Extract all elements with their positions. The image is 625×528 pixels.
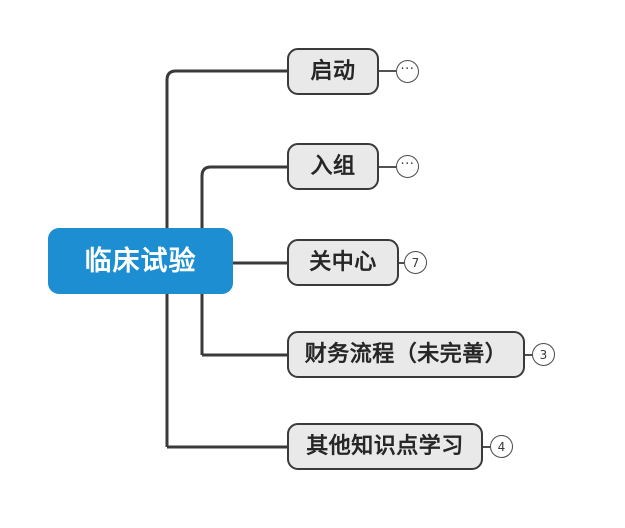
node-qidong[interactable]: 启动 [287,48,379,95]
badge-caiwuliucheng-text: 3 [539,347,548,362]
root-node-label: 临床试验 [84,245,197,277]
node-qitazhishidian-label: 其他知识点学习 [306,433,464,459]
badge-ruzu-collapsed[interactable]: ··· [396,155,419,178]
node-caiwuliucheng[interactable]: 财务流程（未完善） [287,331,525,378]
node-guanzhongxin-label: 关中心 [309,249,377,275]
edge-to-qidong [165,69,287,81]
node-guanzhongxin[interactable]: 关中心 [287,239,399,286]
node-ruzu-label: 入组 [310,153,356,179]
badge-guanzhongxin-count[interactable]: 7 [404,251,427,274]
node-qitazhishidian[interactable]: 其他知识点学习 [287,423,483,470]
badge-qidong-collapsed[interactable]: ··· [396,60,419,83]
badge-qitazhishidian-text: 4 [497,439,506,454]
edge-to-ruzu [200,165,287,177]
badge-caiwuliucheng-count[interactable]: 3 [532,343,555,366]
badge-ruzu-text: ··· [400,156,415,172]
node-ruzu[interactable]: 入组 [287,143,379,190]
node-qidong-label: 启动 [310,58,356,84]
badge-qitazhishidian-count[interactable]: 4 [490,435,513,458]
node-caiwuliucheng-label: 财务流程（未完善） [304,341,508,367]
badge-qidong-text: ··· [400,61,415,77]
root-node-clinical-trial[interactable]: 临床试验 [48,228,233,294]
badge-guanzhongxin-text: 7 [411,255,420,270]
